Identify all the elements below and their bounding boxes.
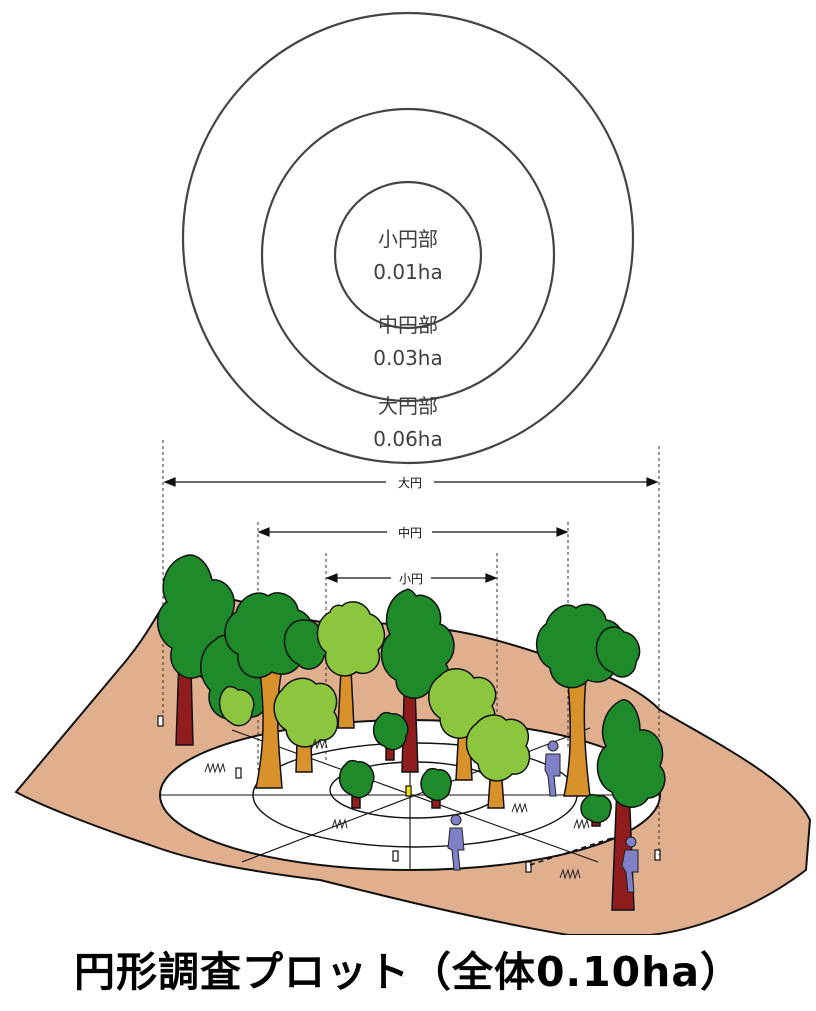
concentric-circles [181, 11, 635, 465]
plot-area [157, 715, 661, 873]
tree-light-right [465, 714, 531, 809]
medium-ring-name: 中円部 [378, 313, 438, 337]
shrub-4 [580, 793, 612, 827]
tree-orange-left [224, 592, 331, 789]
plot-illustration: 小円部 0.01ha 中円部 0.03ha 大円部 0.06ha [14, 11, 812, 935]
surveyor-front [621, 836, 639, 893]
tree-orange-right [536, 603, 641, 797]
tree-light-center-left [316, 601, 386, 729]
small-circle-dimension-label: 小円 [399, 572, 423, 586]
trees [156, 554, 666, 911]
surveyor-right [544, 740, 561, 797]
surveyors [447, 740, 639, 893]
shrub-2 [338, 759, 375, 809]
grass-tufts [204, 738, 590, 880]
medium-circle [260, 107, 556, 403]
shrub-1 [372, 711, 409, 761]
shrub-5 [218, 685, 255, 727]
small-ring-area: 0.01ha [373, 260, 442, 284]
surveyor-left [447, 814, 465, 871]
shrub-3 [420, 767, 452, 809]
diagram-caption: 円形調査プロット（全体0.10ha） [73, 948, 742, 996]
large-ring-area: 0.06ha [373, 427, 442, 451]
medium-circle-dimension-label: 中円 [398, 525, 422, 540]
medium-ring-area: 0.03ha [373, 346, 442, 370]
small-ring-name: 小円部 [378, 227, 438, 251]
tree-dark-center [380, 588, 455, 773]
large-circle-dimension-label: 大円 [398, 476, 422, 490]
dimension-arrows [163, 477, 659, 583]
large-ring-name: 大円部 [378, 394, 438, 418]
large-circle [181, 11, 635, 465]
small-circle [333, 180, 483, 330]
tree-light-left-front [273, 677, 339, 773]
